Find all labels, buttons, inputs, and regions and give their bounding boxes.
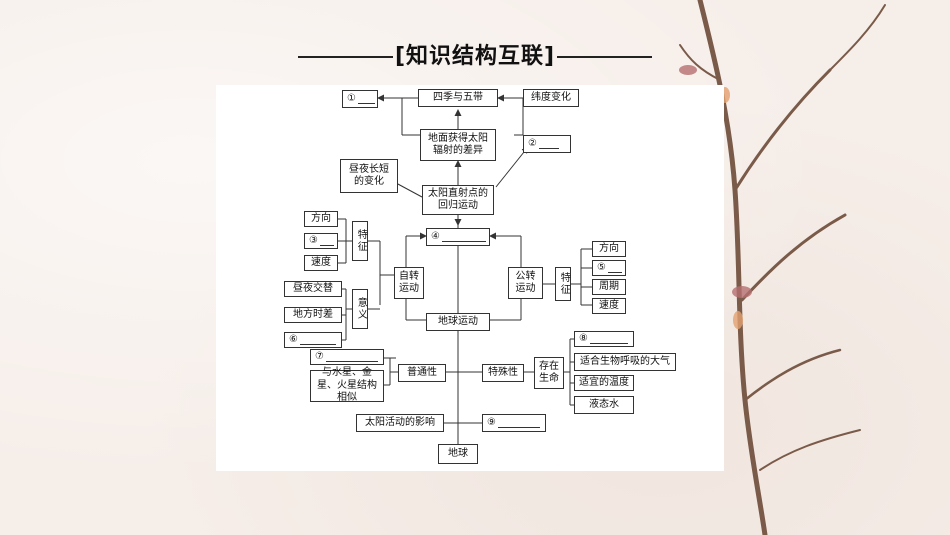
blank-4: ④ <box>426 228 490 246</box>
node-gongzhuan: 公转运动 <box>508 267 543 299</box>
node-diqiu: 地球 <box>438 444 478 464</box>
node-tezheng-right: 特征 <box>555 267 571 301</box>
blank-3: ③ <box>304 233 338 249</box>
title-rule-right <box>557 56 653 58</box>
node-teshuxing: 特殊性 <box>482 364 524 382</box>
node-zizhuan: 自转运动 <box>394 267 424 299</box>
node-sudu-left: 速度 <box>304 255 338 271</box>
node-zhouye-jiaoti: 昼夜交替 <box>284 281 342 297</box>
node-tezheng-left: 特征 <box>352 221 368 261</box>
node-taiyang-zhishedian: 太阳直射点的回归运动 <box>422 185 494 215</box>
node-xingqiu: 与水星、金星、火星结构相似 <box>310 367 384 403</box>
node-zhouye-changduan: 昼夜长短的变化 <box>340 159 398 193</box>
node-fangxiang-right: 方向 <box>592 241 626 257</box>
blank-5: ⑤ <box>592 260 626 276</box>
node-dimian: 地面获得太阳辐射的差异 <box>420 129 496 161</box>
node-diqiu-yundong: 地球运动 <box>426 313 490 331</box>
node-taiyang-huodong: 太阳活动的影响 <box>356 414 444 432</box>
node-yiyi: 意义 <box>352 289 368 329</box>
blank-1: ① <box>342 90 378 108</box>
blank-2: ② <box>523 135 571 153</box>
node-yetaishui: 液态水 <box>574 396 634 414</box>
arrow-zhishedian-to-n2 <box>495 146 529 188</box>
node-sudu-right: 速度 <box>592 298 626 314</box>
page-title: [知识结构互联] <box>0 38 950 70</box>
node-difang-shicha: 地方时差 <box>284 307 342 323</box>
node-sijiwudai: 四季与五带 <box>418 89 498 107</box>
title-rule-left <box>297 56 393 58</box>
blank-7: ⑦ <box>310 349 384 365</box>
diagram-connectors <box>338 94 592 451</box>
node-zhouqi: 周期 <box>592 279 626 295</box>
node-cunzai-shengming: 存在生命 <box>534 357 564 389</box>
node-daqi: 适合生物呼吸的大气 <box>574 353 676 371</box>
node-fangxiang-left: 方向 <box>304 211 338 227</box>
node-wendu: 适宜的温度 <box>574 375 634 391</box>
blank-9: ⑨ <box>482 414 546 432</box>
knowledge-structure-diagram: ① 四季与五带 纬度变化 地面获得太阳辐射的差异 ② 昼夜长短的变化 太阳直射点… <box>216 85 724 471</box>
node-putongxing: 普通性 <box>398 364 446 382</box>
blank-6: ⑥ <box>284 332 342 348</box>
page-title-text: [知识结构互联] <box>394 44 556 69</box>
node-weidubianhua: 纬度变化 <box>523 89 579 107</box>
blank-8: ⑧ <box>574 331 634 347</box>
line-zhishedian-zhouye <box>395 182 423 198</box>
